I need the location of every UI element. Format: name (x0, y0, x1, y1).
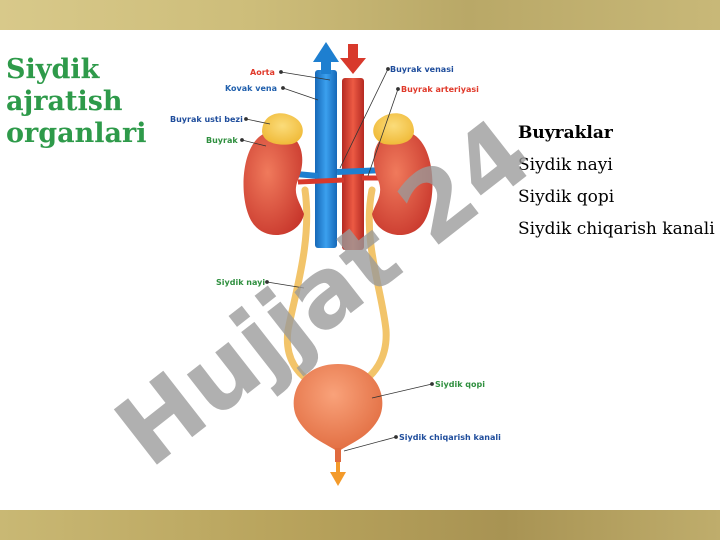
urethra (335, 448, 341, 462)
label-siydik-qopi: Siydik qopi (435, 380, 485, 389)
leader-lines (240, 67, 434, 452)
right-ureter (358, 186, 390, 386)
organ-list: Buyraklar Siydik nayi Siydik qopi Siydik… (518, 117, 715, 245)
slide-title: Siydik ajratish organlari (6, 54, 146, 150)
organ-list-item: Buyraklar (518, 123, 613, 143)
aorta-arrow-icon (340, 58, 366, 74)
bottom-decor-band (0, 510, 720, 540)
label-buyrak-venasi: Buyrak venasi (390, 65, 454, 74)
vena-cava-arrow-icon (313, 42, 339, 62)
label-siydik-chiqarish-kanali: Siydik chiqarish kanali (399, 433, 501, 442)
left-kidney (243, 130, 304, 236)
title-line-2: ajratish (6, 86, 123, 117)
aorta-arrow-shaft (348, 44, 358, 60)
top-decor-band (0, 0, 720, 30)
vena-cava-arrow-shaft (321, 60, 331, 74)
organ-list-item: Siydik nayi (518, 155, 613, 175)
left-ureter (283, 186, 316, 386)
label-buyrak: Buyrak (206, 136, 238, 145)
title-line-3: organlari (6, 118, 147, 149)
outflow-arrow-icon (330, 472, 346, 486)
left-renal-artery (297, 177, 345, 185)
right-adrenal-gland (373, 113, 414, 145)
label-buyrak-usti-bezi: Buyrak usti bezi (170, 115, 243, 124)
label-buyrak-arteriyasi: Buyrak arteriyasi (401, 85, 479, 94)
outflow-arrow-shaft (336, 462, 340, 474)
label-aorta: Aorta (250, 68, 275, 77)
label-kovak-vena: Kovak vena (225, 84, 277, 93)
right-kidney (372, 130, 433, 236)
label-siydik-nayi: Siydik nayi (216, 278, 265, 287)
organ-list-item: Siydik chiqarish kanali (518, 219, 715, 239)
bladder (293, 364, 383, 452)
vena-cava (315, 70, 337, 248)
left-adrenal-gland (262, 113, 303, 145)
aorta (342, 78, 364, 250)
organ-list-item: Siydik qopi (518, 187, 615, 207)
title-line-1: Siydik (6, 54, 100, 85)
